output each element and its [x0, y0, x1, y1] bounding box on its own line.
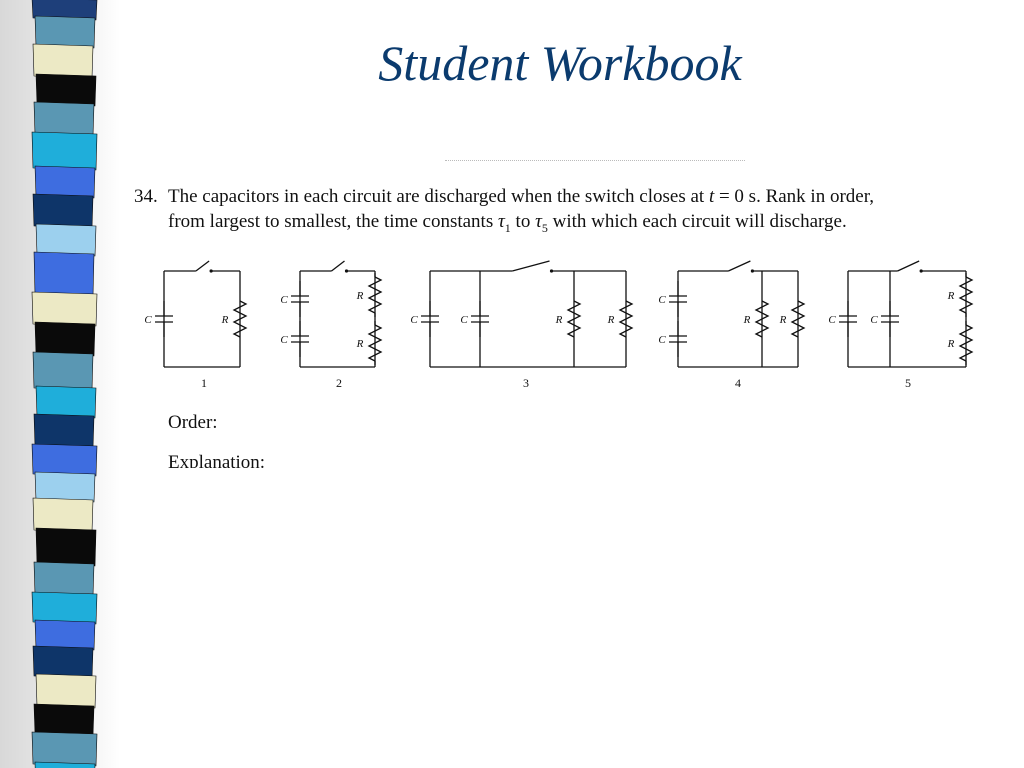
resistor-label: R [947, 290, 955, 302]
question-line-2-mid: to [510, 211, 536, 232]
explanation-label: Explanation: [168, 452, 266, 468]
resistor-zigzag [367, 276, 383, 314]
circuit-number: 5 [905, 376, 911, 390]
wire [728, 260, 751, 272]
resistor-zigzag [790, 300, 806, 338]
stripe-block [35, 385, 97, 419]
stripe-block [32, 193, 94, 229]
wire [897, 260, 920, 272]
stripe-block [34, 15, 96, 49]
order-label: Order: [168, 412, 218, 433]
stripe-block [32, 43, 94, 79]
resistor-zigzag [566, 300, 582, 338]
circuit-number: 4 [735, 376, 741, 390]
wire [331, 260, 345, 272]
tau-symbol-last: τ [535, 211, 542, 232]
capacitor-label: C [658, 334, 666, 346]
question-line-2-text: from largest to smallest, the time const… [168, 211, 498, 232]
resistor-zigzag [958, 276, 974, 314]
resistor-zigzag [958, 324, 974, 362]
stripe-block [31, 443, 98, 477]
stripe-block [35, 673, 97, 709]
tau-symbol-first: τ [497, 211, 505, 232]
switch-contact [344, 269, 349, 273]
question-line-1-end: = 0 s. Rank in order, [714, 186, 875, 207]
question-line-1: The capacitors in each circuit are disch… [168, 185, 874, 209]
stripe-block [31, 131, 98, 171]
stripe-block [35, 527, 97, 567]
stripe-block [33, 413, 95, 449]
question-line-2: from largest to smallest, the time const… [168, 210, 847, 240]
resistor-label: R [221, 314, 229, 326]
stripe-block [31, 0, 98, 21]
resistor-label: R [356, 290, 364, 302]
question-line-1-text: The capacitors in each circuit are disch… [168, 186, 709, 207]
stripe-block [31, 291, 98, 327]
resistor-label: R [607, 314, 615, 326]
circuit-number: 1 [201, 376, 207, 390]
capacitor-label: C [870, 314, 878, 326]
capacitor-label: C [144, 314, 152, 326]
resistor-label: R [779, 314, 787, 326]
capacitor-label: C [460, 314, 468, 326]
capacitor-label: C [658, 294, 666, 306]
stripe-block [33, 703, 95, 737]
stripe-block [33, 251, 95, 297]
stripe-block [32, 351, 94, 391]
stripe-block [35, 73, 97, 107]
resistor-label: R [555, 314, 563, 326]
stripe-block [34, 321, 96, 357]
stripe-block [31, 731, 98, 767]
decorative-sidebar [0, 0, 120, 768]
wire [512, 260, 550, 272]
wire [195, 260, 210, 272]
resistor-zigzag [618, 300, 634, 338]
scan-edge-artifact [445, 160, 745, 164]
time-variable: t [708, 186, 715, 207]
switch-contact [209, 269, 213, 273]
stripe-block [34, 471, 96, 503]
question-line-2-end: with which each circuit will discharge. [547, 211, 847, 232]
resistor-zigzag [754, 300, 770, 338]
stripe-block [33, 561, 95, 597]
question-number: 34. [134, 186, 158, 207]
circuit-diagrams: C R 1 C C R R 2 C C R R 3 C C R R 4 C C R R 5 [144, 260, 974, 390]
stripe-block [35, 223, 97, 257]
decorative-stripe-band [31, 0, 98, 768]
circuit-number: 2 [336, 376, 342, 390]
capacitor-label: C [828, 314, 836, 326]
circuit-number: 3 [523, 376, 529, 390]
capacitor-label: C [280, 294, 288, 306]
resistor-zigzag [367, 324, 383, 362]
slide-title: Student Workbook [378, 35, 742, 91]
stripe-block [31, 591, 98, 625]
stripe-block [34, 165, 96, 199]
stripe-block [34, 619, 96, 651]
tau-index-last: 5 [541, 220, 548, 235]
tau-index-first: 1 [504, 220, 511, 235]
stripe-block [34, 761, 96, 768]
resistor-label: R [743, 314, 751, 326]
stripe-block [32, 497, 94, 533]
resistor-label: R [356, 338, 364, 350]
capacitor-label: C [280, 334, 288, 346]
stripe-block [33, 101, 95, 137]
resistor-label: R [947, 338, 955, 350]
capacitor-label: C [410, 314, 418, 326]
resistor-zigzag [232, 300, 248, 338]
stripe-block [32, 645, 94, 679]
